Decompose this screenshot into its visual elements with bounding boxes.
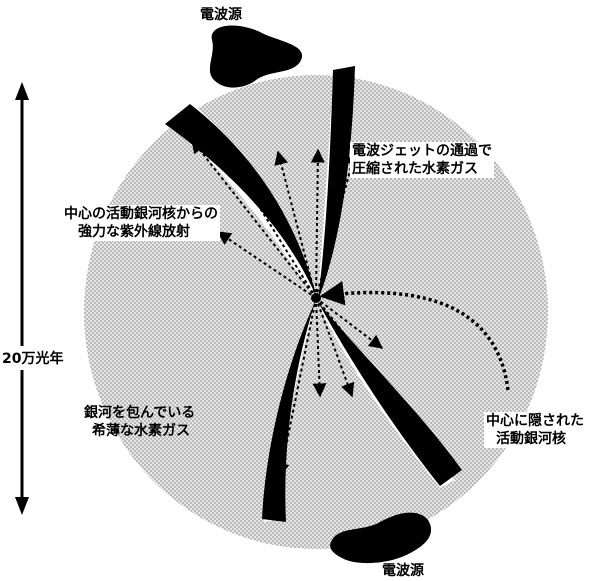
diffuse-gas-label-line1: 銀河を包んでいる [84, 405, 196, 421]
hidden-nucleus-label-line2: 活動銀河核 [496, 431, 566, 447]
compressed-gas-lower-right [318, 302, 462, 486]
uv-radiation-label-line1: 中心の活動銀河核からの [64, 206, 218, 222]
uv-radiation-arrows [191, 138, 421, 478]
diffuse-gas-label: 銀河を包んでいる 希薄な水素ガス [82, 404, 197, 440]
uv-radiation-label-line2: 強力な紫外線放射 [78, 224, 190, 240]
uv-radiation-label: 中心の活動銀河核からの 強力な紫外線放射 [62, 205, 220, 241]
compressed-gas-lower-left [262, 300, 316, 522]
compressed-gas-label-line2: 圧縮された水素ガス [352, 161, 478, 177]
radio-source-bottom [330, 512, 432, 564]
radio-source-bottom-label: 電波源 [382, 563, 424, 579]
compressed-gas-label: 電波ジェットの通過で 圧縮された水素ガス [350, 142, 494, 178]
hidden-nucleus-label: 中心に隠された 活動銀河核 [484, 412, 586, 448]
radio-source-top [209, 25, 303, 88]
compressed-gas-label-line1: 電波ジェットの通過で [352, 143, 492, 159]
radio-source-top-label: 電波源 [198, 6, 244, 24]
scale-label: 20万光年 [0, 346, 66, 370]
nucleus-pointer-arrow [319, 281, 510, 391]
active-galactic-nucleus [311, 293, 321, 303]
hidden-nucleus-label-line1: 中心に隠された [486, 413, 584, 429]
diffuse-gas-label-line2: 希薄な水素ガス [92, 423, 190, 439]
scale-bar [15, 82, 29, 515]
compressed-gas-upper-right [318, 66, 355, 300]
